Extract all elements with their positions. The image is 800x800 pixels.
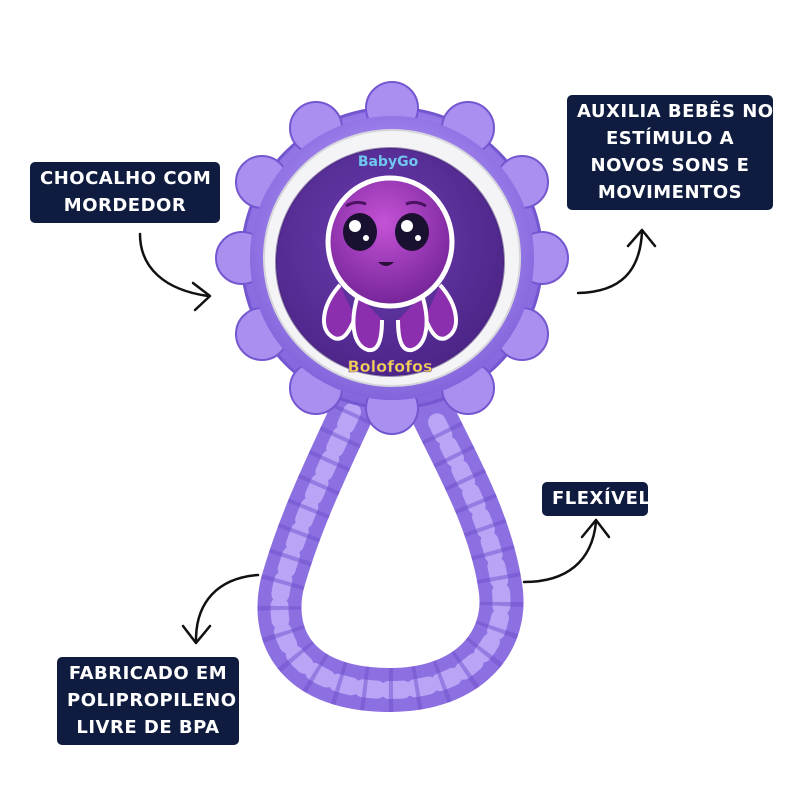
- brand-babygo: BabyGo: [358, 154, 419, 170]
- callout-line: CHOCALHO COM: [40, 168, 212, 189]
- callout-flexivel: FLEXÍVEL: [542, 482, 651, 516]
- callout-line: FLEXÍVEL: [552, 488, 651, 509]
- brand-bolofofos: Bolofofos: [347, 357, 432, 376]
- callout-fabricado: FABRICADO EM POLIPROPILENO LIVRE DE BPA: [57, 657, 239, 745]
- callout-line: ESTÍMULO A: [605, 128, 735, 149]
- callout-line: FABRICADO EM: [68, 663, 228, 684]
- callout-line: AUXILIA BEBÊS NO: [577, 101, 774, 122]
- callout-line: MOVIMENTOS: [597, 182, 743, 203]
- callout-line: POLIPROPILENO: [67, 690, 237, 711]
- octopus-character: [321, 175, 459, 353]
- callout-chocalho: CHOCALHO COM MORDEDOR: [30, 162, 220, 223]
- callout-line: LIVRE DE BPA: [76, 717, 220, 738]
- teether-handle: [257, 390, 524, 713]
- callout-auxilia: AUXILIA BEBÊS NO ESTÍMULO A NOVOS SONS E…: [567, 95, 773, 210]
- callout-line: NOVOS SONS E: [590, 155, 750, 176]
- callout-line: MORDEDOR: [63, 195, 187, 216]
